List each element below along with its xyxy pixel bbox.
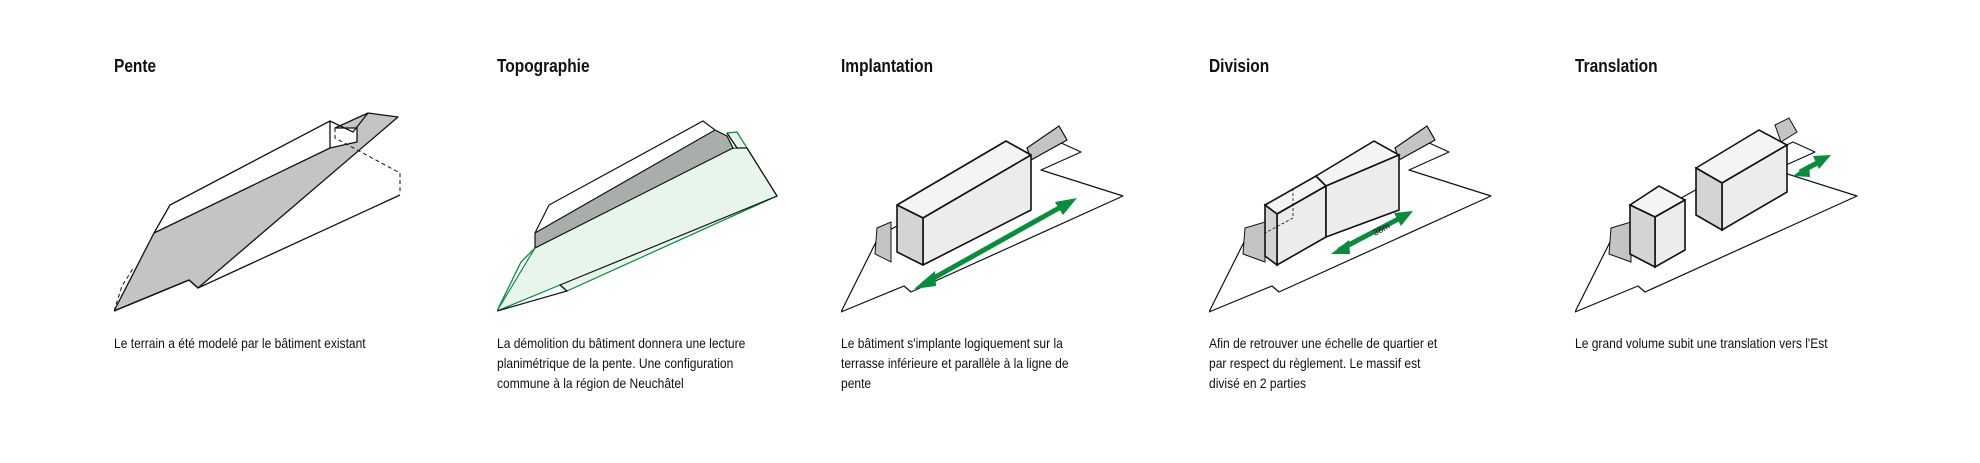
topography-diagram (497, 120, 778, 312)
panel-title: Translation (1575, 56, 1658, 76)
caption-line: divisé en 2 parties (1209, 375, 1307, 391)
terrace-outline (497, 132, 778, 312)
panel-division: Division 38m Afin de retrouver une échel… (1209, 0, 1509, 463)
panel-title: Pente (114, 56, 157, 76)
slope-strip (534, 129, 734, 249)
slope-direction-arrow (914, 198, 1077, 289)
hidden-edges (1264, 188, 1294, 234)
implantation-diagram (841, 125, 1124, 313)
terrace-plane (497, 131, 778, 312)
volume-a-side (1264, 203, 1278, 267)
upper-terrace-edge (534, 120, 716, 234)
caption-line: La démolition du bâtiment donnera une le… (497, 335, 746, 351)
volume-b-front (1325, 153, 1400, 239)
caption-line: commune à la région de Neuchâtel (497, 375, 684, 391)
panel-caption: Le terrain a été modelé par le bâtiment … (114, 333, 366, 353)
panel-caption: Le grand volume subit une translation ve… (1575, 333, 1828, 353)
caption-line: terrasse inférieure et parallèle à la li… (841, 355, 1069, 371)
panel-title: Topographie (497, 56, 590, 76)
dashed-trace (334, 128, 401, 192)
caption-line: par respect du règlement. Le massif est (1209, 355, 1421, 371)
caption-line: Le terrain a été modelé par le bâtiment … (114, 335, 366, 351)
dimension-arrow (1331, 211, 1413, 254)
panel-translation: Translation Le grand volume subit une tr… (1575, 0, 1875, 463)
caption-line: planimétrique de la pente. Une configura… (497, 355, 734, 371)
panel-title: Implantation (841, 56, 934, 76)
panel-topographie: Topographie La démolition du bâtiment do… (497, 0, 797, 463)
translation-arrow (1793, 155, 1831, 177)
caption-line: Afin de retrouver une échelle de quartie… (1209, 335, 1438, 351)
slope-surface (114, 112, 399, 312)
caption-line: pente (841, 375, 872, 391)
terrain-front-edge (114, 194, 401, 312)
slope-strip-lower (874, 221, 892, 263)
panel-implantation: Implantation Le bâtiment s'implante logi… (841, 0, 1141, 463)
slope-strip-lower (1608, 221, 1632, 263)
division-diagram: 38m (1209, 125, 1492, 313)
panel-caption: Afin de retrouver une échelle de quartie… (1209, 333, 1437, 393)
caption-line: Le grand volume subit une translation ve… (1575, 335, 1828, 351)
small-volume-side (1629, 203, 1656, 269)
slope-strip (1774, 117, 1798, 143)
panel-caption: La démolition du bâtiment donnera une le… (497, 333, 745, 393)
slope-strip-lower (1242, 221, 1266, 263)
caption-line: Le bâtiment s'implante logiquement sur l… (841, 335, 1063, 351)
slope-diagram (114, 112, 401, 312)
translation-diagram (1575, 117, 1858, 313)
dashed-trace-lower (114, 266, 135, 312)
green-edge (497, 247, 536, 312)
panel-pente: Pente Le terrain a été modelé par le bât… (114, 0, 414, 463)
building-volume-side (896, 204, 924, 266)
panel-title: Division (1209, 56, 1270, 76)
panel-caption: Le bâtiment s'implante logiquement sur l… (841, 333, 1069, 393)
large-volume-side (1695, 166, 1723, 232)
